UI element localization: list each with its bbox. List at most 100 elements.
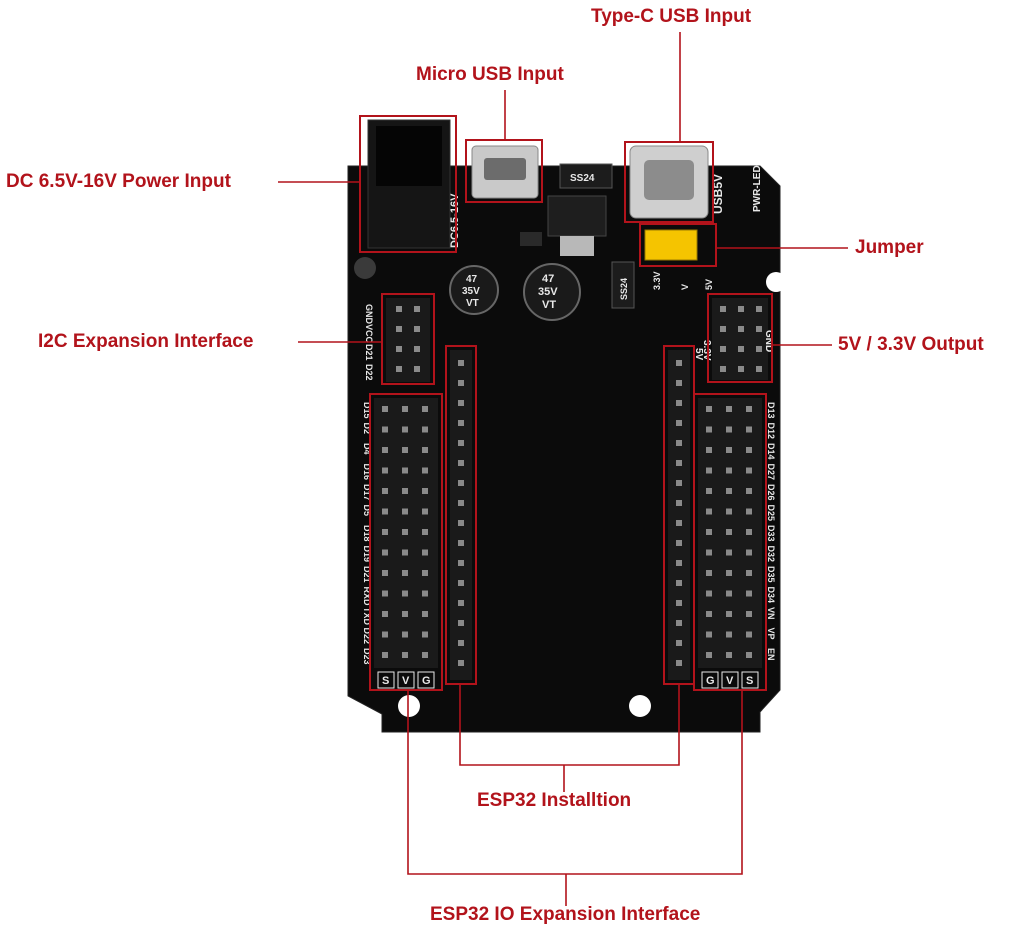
header-pin — [396, 326, 402, 332]
header-pin — [414, 366, 420, 372]
mounting-hole — [766, 272, 786, 292]
header-pin — [402, 570, 408, 576]
right-pin-label: VP — [766, 628, 776, 640]
header-pin — [422, 406, 428, 412]
header-pin — [706, 488, 712, 494]
header-pin — [720, 346, 726, 352]
header-pin — [746, 447, 752, 453]
header-pin — [706, 590, 712, 597]
header-pin — [422, 570, 428, 576]
callout-esp32-io: ESP32 IO Expansion Interface — [430, 904, 701, 925]
header-pin — [422, 488, 428, 494]
header-pin — [382, 652, 388, 658]
header-pin — [756, 306, 762, 312]
header-pin — [382, 631, 388, 638]
header-pin — [726, 611, 732, 617]
left-header-signal-label: G — [422, 675, 431, 687]
header-pin — [414, 306, 420, 312]
right-pin-label: D12 — [766, 423, 776, 440]
header-pin — [746, 570, 752, 576]
header-pin — [414, 326, 420, 332]
header-pin — [738, 366, 744, 372]
jumper-label-3v3: 3.3V — [652, 271, 662, 290]
out-label-3v3: 3.3V — [701, 340, 712, 361]
header-pin — [676, 500, 682, 506]
header-pin — [458, 500, 464, 506]
header-pin — [746, 508, 752, 515]
header-pin — [726, 488, 732, 494]
header-pin — [676, 480, 682, 486]
header-pin — [458, 540, 464, 546]
header-pin — [422, 447, 428, 453]
header-pin — [402, 488, 408, 494]
right-pin-label: D26 — [766, 484, 776, 501]
header-pin — [738, 326, 744, 332]
header-pin — [726, 570, 732, 576]
leader-io — [407, 690, 743, 906]
cap1-text-0: 47 — [466, 274, 478, 285]
header-pin — [676, 560, 682, 566]
header-pin — [458, 520, 464, 526]
header-pin — [458, 620, 464, 626]
header-pin — [458, 440, 464, 446]
cap1-text-2: VT — [466, 298, 479, 309]
leader-install — [459, 684, 680, 792]
header-pin — [706, 570, 712, 576]
mounting-hole — [354, 257, 376, 279]
header-pin — [676, 520, 682, 526]
highlight-output — [707, 293, 773, 383]
header-pin — [458, 360, 464, 366]
header-pin — [676, 420, 682, 426]
header-pin — [726, 467, 732, 474]
right-header-signal-label: G — [706, 675, 715, 687]
left-pin-label: D2 — [362, 423, 372, 435]
header-pin — [746, 631, 752, 638]
header-pin — [746, 549, 752, 556]
header-pin — [746, 406, 752, 412]
header-pin — [676, 360, 682, 366]
header-pin — [726, 652, 732, 658]
header-pin — [382, 406, 388, 412]
right-header-signal-label-box — [721, 671, 739, 689]
header-pin — [706, 467, 712, 474]
header-pin — [756, 366, 762, 372]
out-label-5v: 5V — [693, 348, 704, 361]
header-pin — [402, 631, 408, 638]
header-pin — [458, 480, 464, 486]
header-pin — [396, 346, 402, 352]
header-pin — [746, 467, 752, 474]
header-pin — [706, 508, 712, 515]
header-pin — [402, 590, 408, 597]
header-pin — [676, 440, 682, 446]
header-pin — [706, 529, 712, 535]
highlight-dc — [359, 115, 457, 253]
right-pin-label: VN — [766, 607, 776, 620]
left-pin-label: D21 — [362, 566, 372, 583]
right-pin-label: D14 — [766, 443, 776, 460]
header-pin — [382, 508, 388, 515]
highlight-jumper — [639, 223, 717, 267]
right-header-signal-label-box — [701, 671, 719, 689]
header-pin — [402, 508, 408, 515]
header-pin — [422, 467, 428, 474]
header-pin — [726, 406, 732, 412]
left-pin-label: D19 — [362, 546, 372, 563]
header-pin — [402, 447, 408, 453]
header-pin — [720, 306, 726, 312]
i2c-pin-label: D22 — [364, 364, 374, 381]
header-pin — [382, 529, 388, 535]
jumper-label-5v: 5V — [704, 279, 714, 290]
header-pin — [676, 660, 682, 666]
header-pin — [746, 426, 752, 433]
header-pin — [706, 406, 712, 412]
header-pin — [726, 590, 732, 597]
header-pin — [458, 640, 464, 646]
right-pin-label: EN — [766, 648, 776, 661]
cap2-text-1: 35V — [538, 286, 558, 298]
left-pin-label: RXD — [362, 587, 372, 607]
i2c-header — [386, 298, 430, 382]
right-pin-label: D25 — [766, 505, 776, 522]
right-pin-label: D34 — [766, 587, 776, 604]
header-pin — [726, 529, 732, 535]
